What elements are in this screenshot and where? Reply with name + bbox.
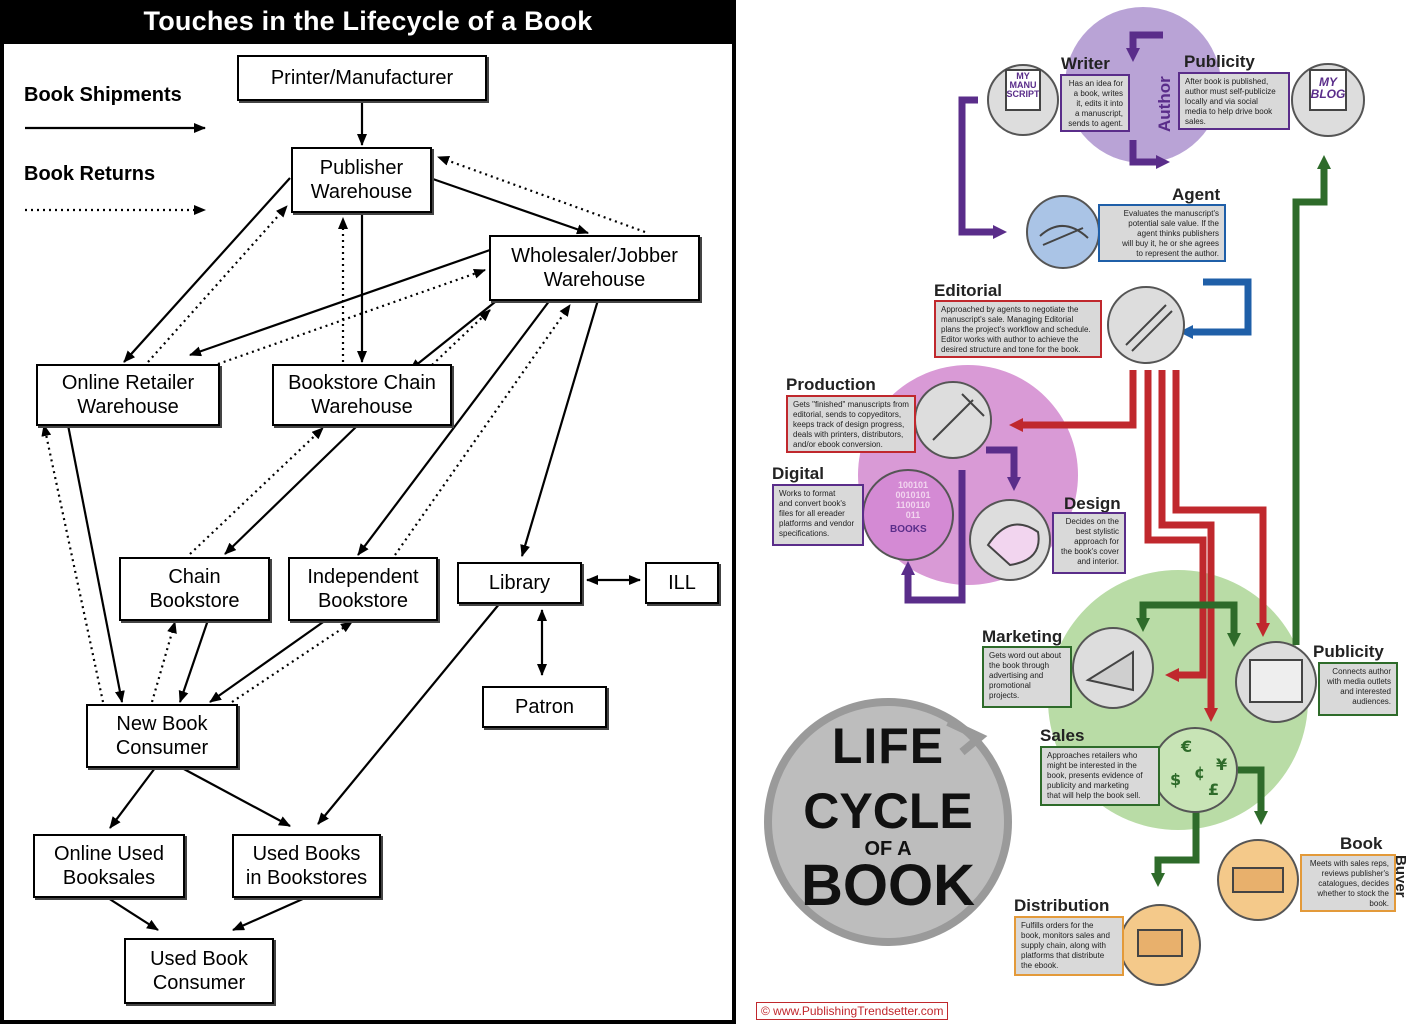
node-used-book-consumer: Used Book Consumer	[124, 938, 274, 1004]
node-bookstore-chain-warehouse: Bookstore Chain Warehouse	[272, 364, 452, 426]
return-chainwh-wholesaler	[431, 309, 491, 366]
book-buyer-title: Book	[1340, 834, 1383, 853]
arrow-usedbookstores-usedconsumer	[232, 896, 306, 932]
writer-title: Writer	[1061, 54, 1110, 73]
marketing-title: Marketing	[982, 627, 1063, 646]
node-printer: Printer/Manufacturer	[237, 55, 487, 101]
arrow-wholesaler-online	[189, 248, 491, 357]
return-online-publisher	[147, 205, 288, 363]
flow-arrows	[25, 100, 646, 932]
arrow-consumer-usedbookstores	[181, 767, 291, 827]
node-online-retailer-warehouse: Online Retailer Warehouse	[36, 364, 220, 426]
node-ill: ILL	[645, 562, 719, 604]
arrow-publisher-online	[123, 177, 291, 363]
node-new-book-consumer: New Book Consumer	[86, 704, 238, 768]
publicity-title: Publicity	[1313, 642, 1384, 661]
node-library: Library	[457, 562, 582, 604]
legend-shipments-label: Book Shipments	[24, 84, 182, 106]
node-wholesaler-warehouse: Wholesaler/Jobber Warehouse	[489, 235, 700, 301]
distribution-title: Distribution	[1014, 896, 1110, 915]
node-used-books-in-bookstores: Used Books in Bookstores	[232, 834, 381, 898]
left-diagram-panel: Touches in the Lifecycle of a Book	[0, 0, 736, 1024]
return-online-wholesaler	[217, 268, 486, 366]
arrow-online-consumer	[66, 424, 125, 703]
arrow-wholesaler-chainwh	[409, 297, 501, 371]
arrow-library-usedbookstores	[317, 602, 501, 825]
design-title: Design	[1064, 494, 1121, 513]
svg-text:£: £	[1208, 780, 1219, 799]
production-description: Gets "finished" manuscripts from editori…	[786, 395, 916, 453]
marketing-description: Gets word out about the book through adv…	[982, 646, 1072, 708]
cycle-arrow-icon	[946, 718, 988, 756]
binary-label: 100101 0010101 1100110 011	[895, 480, 931, 520]
handshake-icon	[1026, 195, 1100, 269]
life-cycle-title-3: OF A	[864, 838, 912, 860]
digital-title: Digital	[772, 464, 824, 483]
sales-description: Approaches retailers who might be intere…	[1040, 746, 1160, 806]
editorial-description: Approached by agents to negotiate the ma…	[934, 300, 1102, 358]
arrow-independent-consumer	[209, 619, 327, 703]
agent-description: Evaluates the manuscript's potential sal…	[1098, 204, 1226, 262]
arrow-chainbookstore-consumer	[178, 619, 210, 703]
diagram-title: Touches in the Lifecycle of a Book	[143, 6, 593, 36]
production-title: Production	[786, 375, 876, 394]
life-cycle-circle	[764, 698, 1012, 946]
node-publisher-warehouse: Publisher Warehouse	[291, 147, 432, 213]
svg-text:€: €	[1180, 737, 1192, 756]
return-consumer-independent	[231, 621, 353, 703]
publicity-author-description: After book is published, author must sel…	[1178, 72, 1290, 130]
life-cycle-title-2: CYCLE	[803, 783, 973, 839]
arrow-onlineused-usedconsumer	[107, 897, 159, 931]
node-chain-bookstore: Chain Bookstore	[119, 557, 270, 621]
digital-description: Works to format and convert book's files…	[772, 484, 864, 546]
legend-returns-label: Book Returns	[24, 163, 156, 185]
node-patron: Patron	[482, 686, 607, 728]
life-cycle-title-1: LIFE	[831, 718, 945, 774]
right-infographic-panel: € $ ¢£ ¥ MY MANU SCRIPT MY BLOG 100101 0010…	[748, 0, 1420, 1024]
svg-text:¥: ¥	[1216, 755, 1227, 774]
life-cycle-title-4: BOOK	[801, 853, 975, 918]
arrow-consumer-onlineused	[109, 767, 156, 829]
publicity-description: Connects author with media outlets and i…	[1318, 662, 1398, 716]
agent-title: Agent	[1172, 185, 1221, 204]
node-online-used-booksales: Online Used Booksales	[33, 834, 185, 898]
book-buyer-description: Meets with sales reps, reviews publisher…	[1300, 854, 1396, 912]
writer-description: Has an idea for a book, writes it, edits…	[1060, 74, 1130, 132]
return-chainbookstore-chainwh	[189, 427, 324, 555]
footer-credit: © www.PublishingTrendsetter.com	[756, 1002, 949, 1020]
arrow-wholesaler-independent	[357, 299, 551, 556]
manuscript-label: MY MANU SCRIPT	[1006, 71, 1040, 99]
return-consumer-chainbookstore	[150, 621, 177, 703]
blog-label: MY BLOG	[1310, 75, 1346, 101]
publicity-author-title: Publicity	[1184, 52, 1255, 71]
infographic-graphics: € $ ¢£ ¥	[764, 7, 1365, 986]
node-independent-bookstore: Independent Bookstore	[288, 557, 438, 621]
arrow-chainwh-chainbookstore	[224, 424, 359, 555]
svg-text:¢: ¢	[1194, 763, 1205, 782]
distribution-description: Fulfills orders for the book, monitors s…	[1014, 916, 1124, 976]
return-wholesaler-publisher	[437, 155, 646, 234]
return-independent-wholesaler	[394, 304, 571, 556]
sales-title: Sales	[1040, 726, 1085, 745]
arrow-publisher-wholesaler	[429, 176, 589, 235]
svg-text:$: $	[1170, 770, 1181, 789]
books-label: BOOKS	[890, 524, 927, 535]
author-label: Author	[1155, 76, 1174, 132]
arrow-wholesaler-library	[520, 299, 600, 557]
editorial-title: Editorial	[934, 281, 1003, 300]
design-description: Decides on the best stylistic approach f…	[1052, 512, 1126, 574]
